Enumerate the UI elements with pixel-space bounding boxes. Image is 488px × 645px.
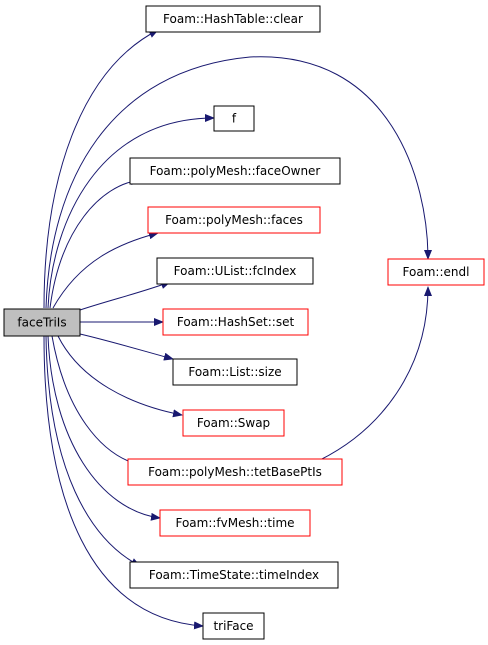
edge-to-fcindex (79, 281, 171, 311)
node-swap[interactable]: Foam::Swap (182, 409, 285, 437)
edge-to-timeindex (45, 335, 141, 567)
node-triface[interactable]: triFace (202, 612, 265, 640)
node-box-fvmesh-time (159, 509, 311, 537)
node-root[interactable]: faceTriIs (3, 308, 81, 337)
edge-to-faces (52, 231, 159, 309)
node-label-swap: Foam::Swap (197, 416, 270, 430)
node-label-endl: Foam::endl (403, 265, 470, 279)
node-label-triface: triFace (213, 619, 253, 633)
edge-to-f (47, 114, 215, 309)
node-box-tetbaseptis (127, 458, 343, 486)
node-label-list-size: Foam::List::size (188, 365, 281, 379)
node-box-timeindex (129, 561, 339, 589)
node-fcindex[interactable]: Foam::UList::fcIndex (156, 257, 314, 285)
edges (43, 29, 432, 630)
node-box-endl (387, 258, 485, 286)
edge-to-tetbaseptis (51, 335, 141, 467)
node-box-hashtable-clear (145, 5, 321, 33)
node-f[interactable]: f (213, 105, 255, 132)
node-box-f (213, 105, 255, 132)
edge-to-faceowner (49, 177, 141, 309)
node-box-swap (182, 409, 285, 437)
node-endl[interactable]: Foam::endl (387, 258, 485, 286)
node-label-faces: Foam::polyMesh::faces (165, 213, 303, 227)
node-tetbaseptis[interactable]: Foam::polyMesh::tetBasePtIs (127, 458, 343, 486)
node-label-hashtable-clear: Foam::HashTable::clear (163, 12, 303, 26)
node-timeindex[interactable]: Foam::TimeState::timeIndex (129, 561, 339, 589)
node-faces[interactable]: Foam::polyMesh::faces (147, 206, 321, 234)
node-fvmesh-time[interactable]: Foam::fvMesh::time (159, 509, 311, 537)
node-label-hashset-set: Foam::HashSet::set (177, 315, 295, 329)
node-label-fcindex: Foam::UList::fcIndex (174, 264, 297, 278)
node-label-root: faceTriIs (17, 316, 66, 330)
edge-to-swap (57, 335, 183, 418)
node-box-root (3, 308, 81, 337)
node-box-fcindex (156, 257, 314, 285)
node-faceowner[interactable]: Foam::polyMesh::faceOwner (129, 157, 341, 185)
node-label-tetbaseptis: Foam::polyMesh::tetBasePtIs (148, 465, 322, 479)
edge-to-hashtable-clear (43, 29, 159, 309)
node-box-faces (147, 206, 321, 234)
node-label-timeindex: Foam::TimeState::timeIndex (149, 568, 319, 582)
node-label-faceowner: Foam::polyMesh::faceOwner (150, 164, 321, 178)
node-box-list-size (172, 358, 298, 386)
edge-to-fvmesh-time (47, 335, 161, 521)
node-box-faceowner (129, 157, 341, 185)
node-box-triface (202, 612, 265, 640)
node-box-hashset-set (162, 308, 309, 336)
node-list-size[interactable]: Foam::List::size (172, 358, 298, 386)
node-hashset-set[interactable]: Foam::HashSet::set (162, 308, 309, 336)
nodes: faceTriIs Foam::HashTable::clearfFoam::po… (3, 5, 485, 640)
edge-to-endl (45, 56, 432, 309)
node-label-f: f (232, 112, 237, 126)
edge-to-list-size (79, 333, 174, 361)
edge-tetbaseptis-to-endl (319, 286, 432, 461)
node-label-fvmesh-time: Foam::fvMesh::time (175, 516, 294, 530)
node-hashtable-clear[interactable]: Foam::HashTable::clear (145, 5, 321, 33)
edge-to-triface (43, 335, 204, 630)
